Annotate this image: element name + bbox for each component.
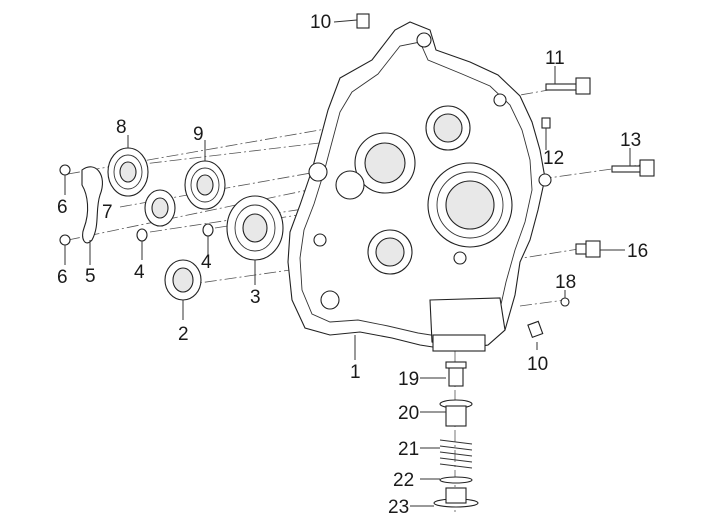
callout-8: 8 [116, 117, 127, 138]
callout-20: 20 [398, 403, 419, 424]
plug-16 [575, 240, 601, 258]
callout-16: 16 [627, 241, 648, 262]
callout-3: 3 [250, 287, 261, 308]
dowel-pin-top [356, 13, 370, 29]
spring-21 [439, 439, 473, 469]
filter-cap-20 [439, 399, 473, 427]
o-ring-22 [439, 476, 473, 484]
callout-1: 1 [350, 362, 361, 383]
screw-a [59, 164, 71, 176]
callout-9: 9 [193, 124, 204, 145]
callout-4a: 4 [134, 262, 145, 283]
callout-10a: 10 [310, 12, 331, 33]
large-bearing [226, 195, 284, 261]
callout-12: 12 [543, 148, 564, 169]
dowel-bushing-b [202, 223, 214, 237]
callout-5: 5 [85, 266, 96, 287]
bolt-11 [545, 77, 591, 95]
bearing-8 [107, 147, 149, 197]
washer-18 [560, 297, 570, 307]
retaining-plate [81, 166, 103, 244]
leader-lines [64, 19, 631, 507]
callout-labels: 1 2 3 4 4 5 6 6 7 8 9 10 10 11 12 13 16 … [57, 12, 648, 518]
callout-23: 23 [388, 497, 409, 518]
callout-11: 11 [545, 48, 565, 69]
dowel-pin-bottom [527, 320, 544, 339]
drain-plug-23 [433, 487, 479, 508]
callout-22: 22 [393, 470, 414, 491]
pin-12 [541, 117, 551, 129]
bolt-13 [611, 159, 655, 177]
callout-7: 7 [102, 202, 113, 223]
crankcase-half [287, 21, 552, 352]
callout-2: 2 [178, 324, 189, 345]
callout-6a: 6 [57, 197, 68, 218]
oil-seal [164, 259, 202, 301]
small-bearing [144, 189, 176, 227]
dowel-bushing-a [136, 228, 148, 242]
callout-21: 21 [398, 439, 419, 460]
callout-4b: 4 [201, 252, 212, 273]
callout-10b: 10 [527, 354, 548, 375]
callout-6b: 6 [57, 267, 68, 288]
callout-13: 13 [620, 130, 641, 151]
drain-bolt-19 [445, 361, 467, 387]
bearing-9 [184, 160, 226, 210]
callout-19: 19 [398, 369, 419, 390]
screw-b [59, 234, 71, 246]
callout-18: 18 [555, 272, 576, 293]
